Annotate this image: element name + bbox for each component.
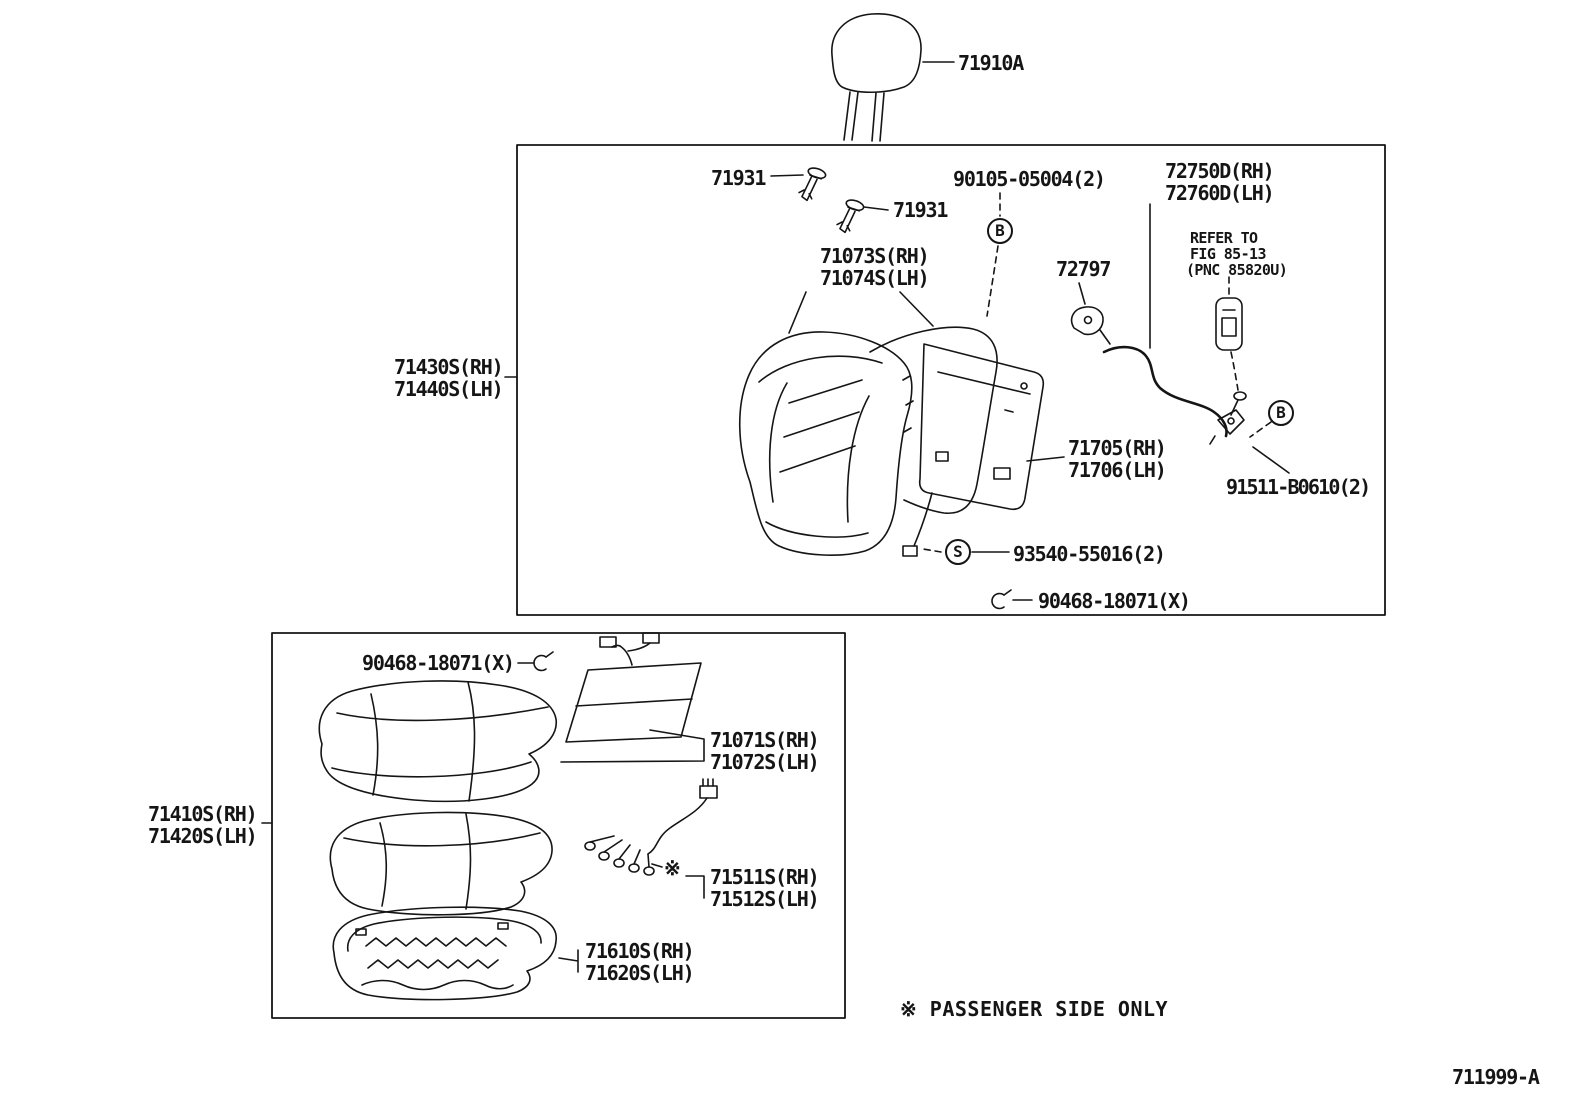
- circle-b-symbol-upper: B: [987, 218, 1013, 244]
- label-clip-right: 71931: [893, 198, 948, 222]
- recliner-rod-drawing: [1102, 345, 1228, 438]
- label-refer-line1: REFER TO: [1190, 229, 1258, 247]
- label-hog-ring-lower: 90468-18071(X): [362, 651, 515, 675]
- lower-box-outline: [271, 632, 846, 1019]
- label-wire-rh: 71511S(RH): [710, 865, 820, 889]
- label-back-assy-rh: 71430S(RH): [394, 355, 504, 379]
- clip-drawing-right: [836, 199, 865, 234]
- seat-frame-drawing: [332, 906, 557, 1001]
- label-connector: 93540-55016(2): [1013, 542, 1166, 566]
- upper-box-outline: [516, 144, 1386, 616]
- label-recliner-rh: 72750D(RH): [1165, 159, 1275, 183]
- cable-part-drawing: [1209, 391, 1247, 445]
- leader-lines: [261, 174, 1290, 973]
- label-cushion-assy-lh: 71420S(LH): [148, 824, 258, 848]
- label-back-cover-lh: 71074S(LH): [820, 266, 930, 290]
- clip-drawing-left: [798, 167, 827, 202]
- circle-s-symbol: S: [945, 539, 971, 565]
- label-hinge-bracket: 72797: [1056, 257, 1111, 281]
- heater-pad-drawing: [565, 632, 702, 743]
- label-headrest: 71910A: [958, 51, 1024, 75]
- cushion-pad-drawing: [329, 811, 553, 916]
- hog-ring-icon-upper: [991, 589, 1012, 610]
- figure-code: 711999-A: [1452, 1065, 1540, 1089]
- headrest-drawing: [831, 13, 955, 142]
- seatback-pad-drawing: [869, 326, 998, 514]
- hinge-bracket-drawing: [1070, 306, 1111, 345]
- passenger-side-note: ※ PASSENGER SIDE ONLY: [900, 997, 1169, 1021]
- label-back-board-lh: 71706(LH): [1068, 458, 1167, 482]
- label-cushion-cover-rh: 71071S(RH): [710, 728, 820, 752]
- label-cushion-assy-rh: 71410S(RH): [148, 802, 258, 826]
- label-spring-lh: 71620S(LH): [585, 961, 695, 985]
- seatback-board-drawing: [902, 343, 1045, 557]
- label-wire-lh: 71512S(LH): [710, 887, 820, 911]
- label-spring-rh: 71610S(RH): [585, 939, 695, 963]
- label-back-assy-lh: 71440S(LH): [394, 377, 504, 401]
- cushion-cover-drawing: [318, 680, 557, 803]
- label-recliner-lh: 72760D(LH): [1165, 181, 1275, 205]
- hog-ring-icon-lower: [533, 651, 554, 672]
- label-screw-small: 91511-B0610(2): [1226, 475, 1371, 499]
- label-refer-line2: FIG 85-13: [1190, 245, 1266, 263]
- label-back-board-rh: 71705(RH): [1068, 436, 1167, 460]
- label-screw-b: 90105-05004(2): [953, 167, 1106, 191]
- label-cushion-cover-lh: 71072S(LH): [710, 750, 820, 774]
- asterisk-mark: ※: [664, 856, 681, 880]
- label-hog-ring-upper: 90468-18071(X): [1038, 589, 1191, 613]
- lock-unit-drawing: [1215, 297, 1243, 351]
- seatback-cover-drawing: [738, 331, 913, 556]
- dashed-leader-lines: [922, 192, 1272, 553]
- label-back-cover-rh: 71073S(RH): [820, 244, 930, 268]
- circle-b-symbol-right: B: [1268, 400, 1294, 426]
- label-refer-line3: (PNC 85820U): [1186, 261, 1288, 279]
- wire-harness-drawing: [584, 778, 718, 876]
- label-clip-left: 71931: [711, 166, 766, 190]
